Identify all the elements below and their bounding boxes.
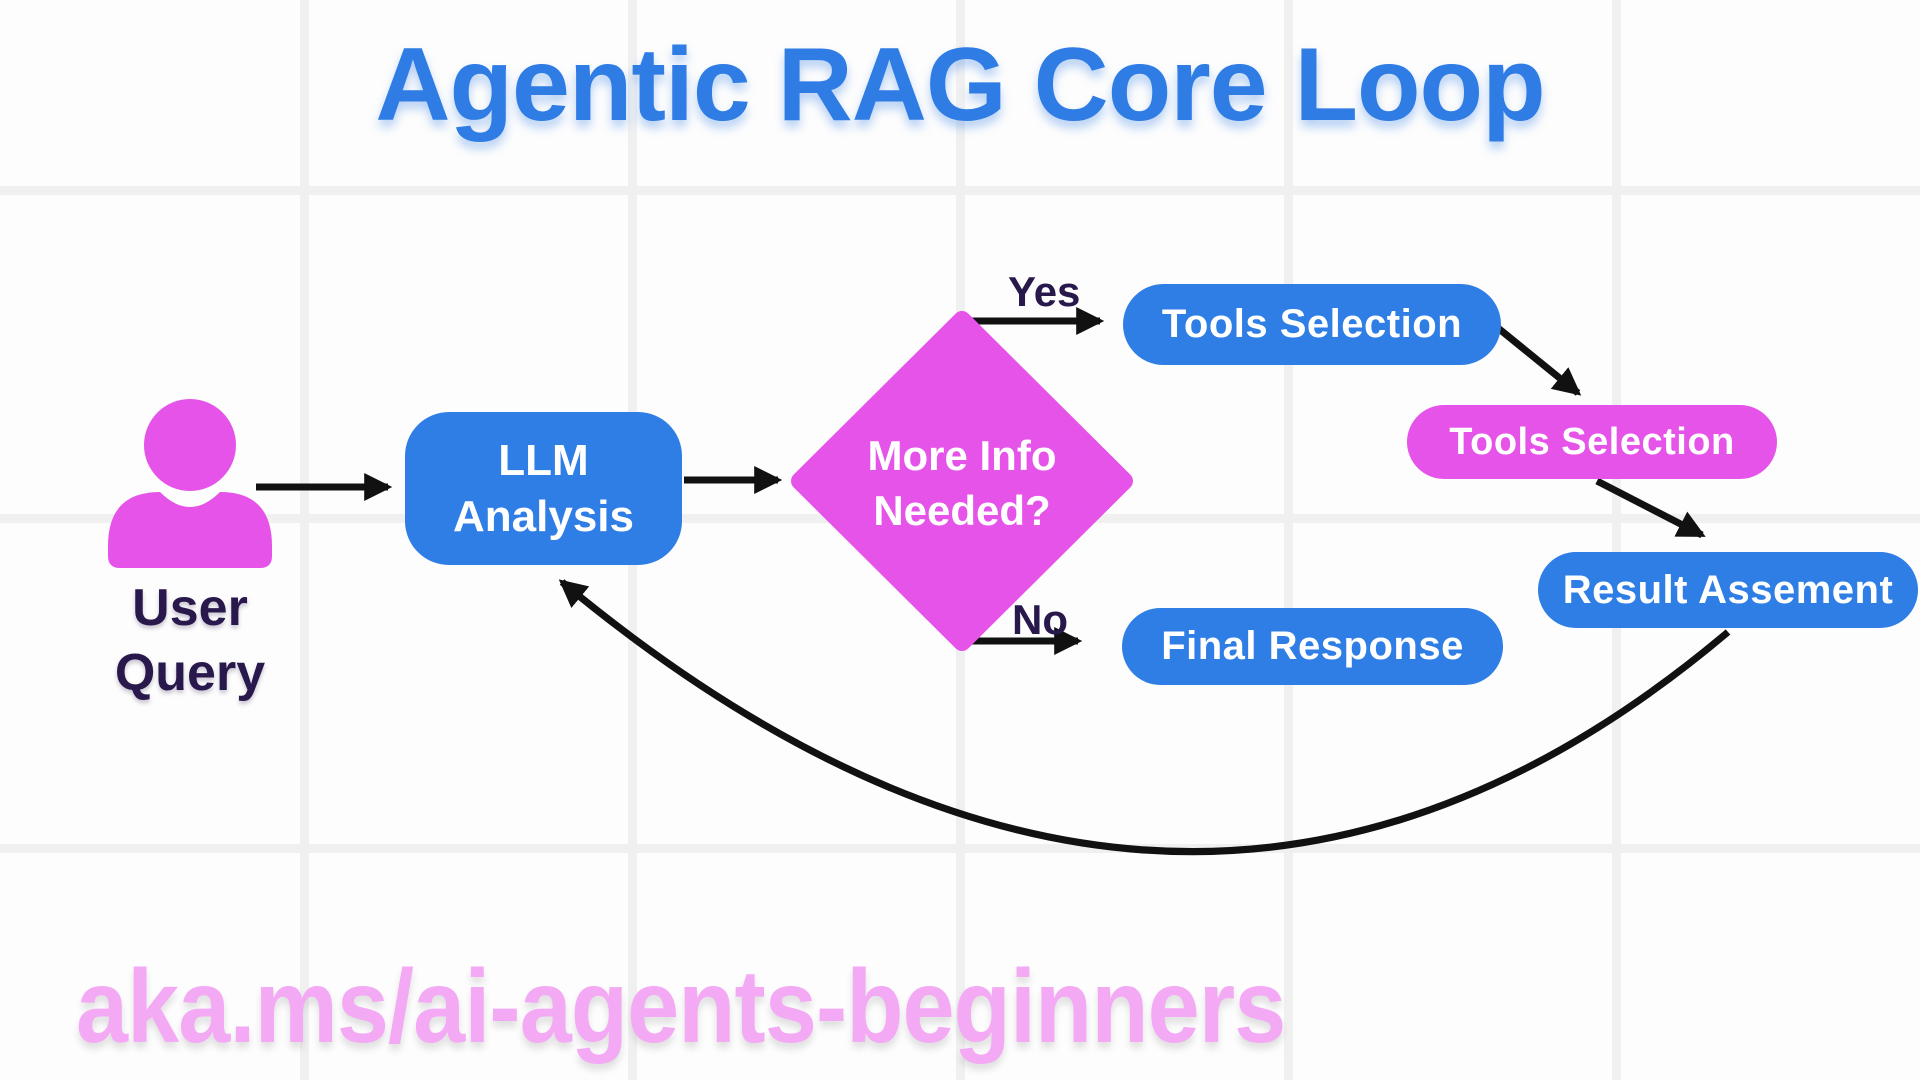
node-llm-analysis: LLM Analysis [405,412,682,565]
user-query-line2: Query [114,644,266,702]
grid-line [1284,0,1293,1080]
edge-label-yes: Yes [1008,268,1081,315]
tools-selection-pink-label: Tools Selection [1449,420,1735,463]
arrow-result-back-to-llm-curve [558,579,1731,856]
footer-link: aka.ms/ai-agents-beginners [76,949,1286,1065]
decision-line2: Needed? [873,487,1051,534]
page-title: Agentic RAG Core Loop [375,27,1545,143]
grid-line [0,186,1920,195]
llm-label-line2: Analysis [453,491,634,541]
grid-line [1612,0,1621,1080]
person-icon [108,399,272,568]
decision-diamond-shape [791,311,1133,651]
edge-label-no: No [1012,596,1068,643]
node-tools-selection-pink: Tools Selection [1407,405,1777,479]
node-tools-selection-blue: Tools Selection [1123,284,1501,365]
arrow-tools-selection-to-tools-selection-pink [1495,325,1582,396]
result-assessment-label: Result Assement [1562,567,1894,612]
llm-label-line1: LLM [498,435,589,485]
node-final-response: Final Response [1122,608,1503,685]
user-query-line1: User [132,579,248,637]
decision-line1: More Info [867,432,1057,479]
node-result-assessment: Result Assement [1538,552,1918,628]
grid-line [0,844,1920,853]
grid-line [300,0,309,1080]
node-decision-label: More Info Needed? [812,428,1112,538]
arrow-tools-selection-pink-to-result [1595,477,1706,539]
tools-selection-blue-label: Tools Selection [1161,302,1463,346]
user-query-label: User Query [60,576,320,706]
user-icon [90,396,290,576]
final-response-label: Final Response [1161,624,1464,668]
